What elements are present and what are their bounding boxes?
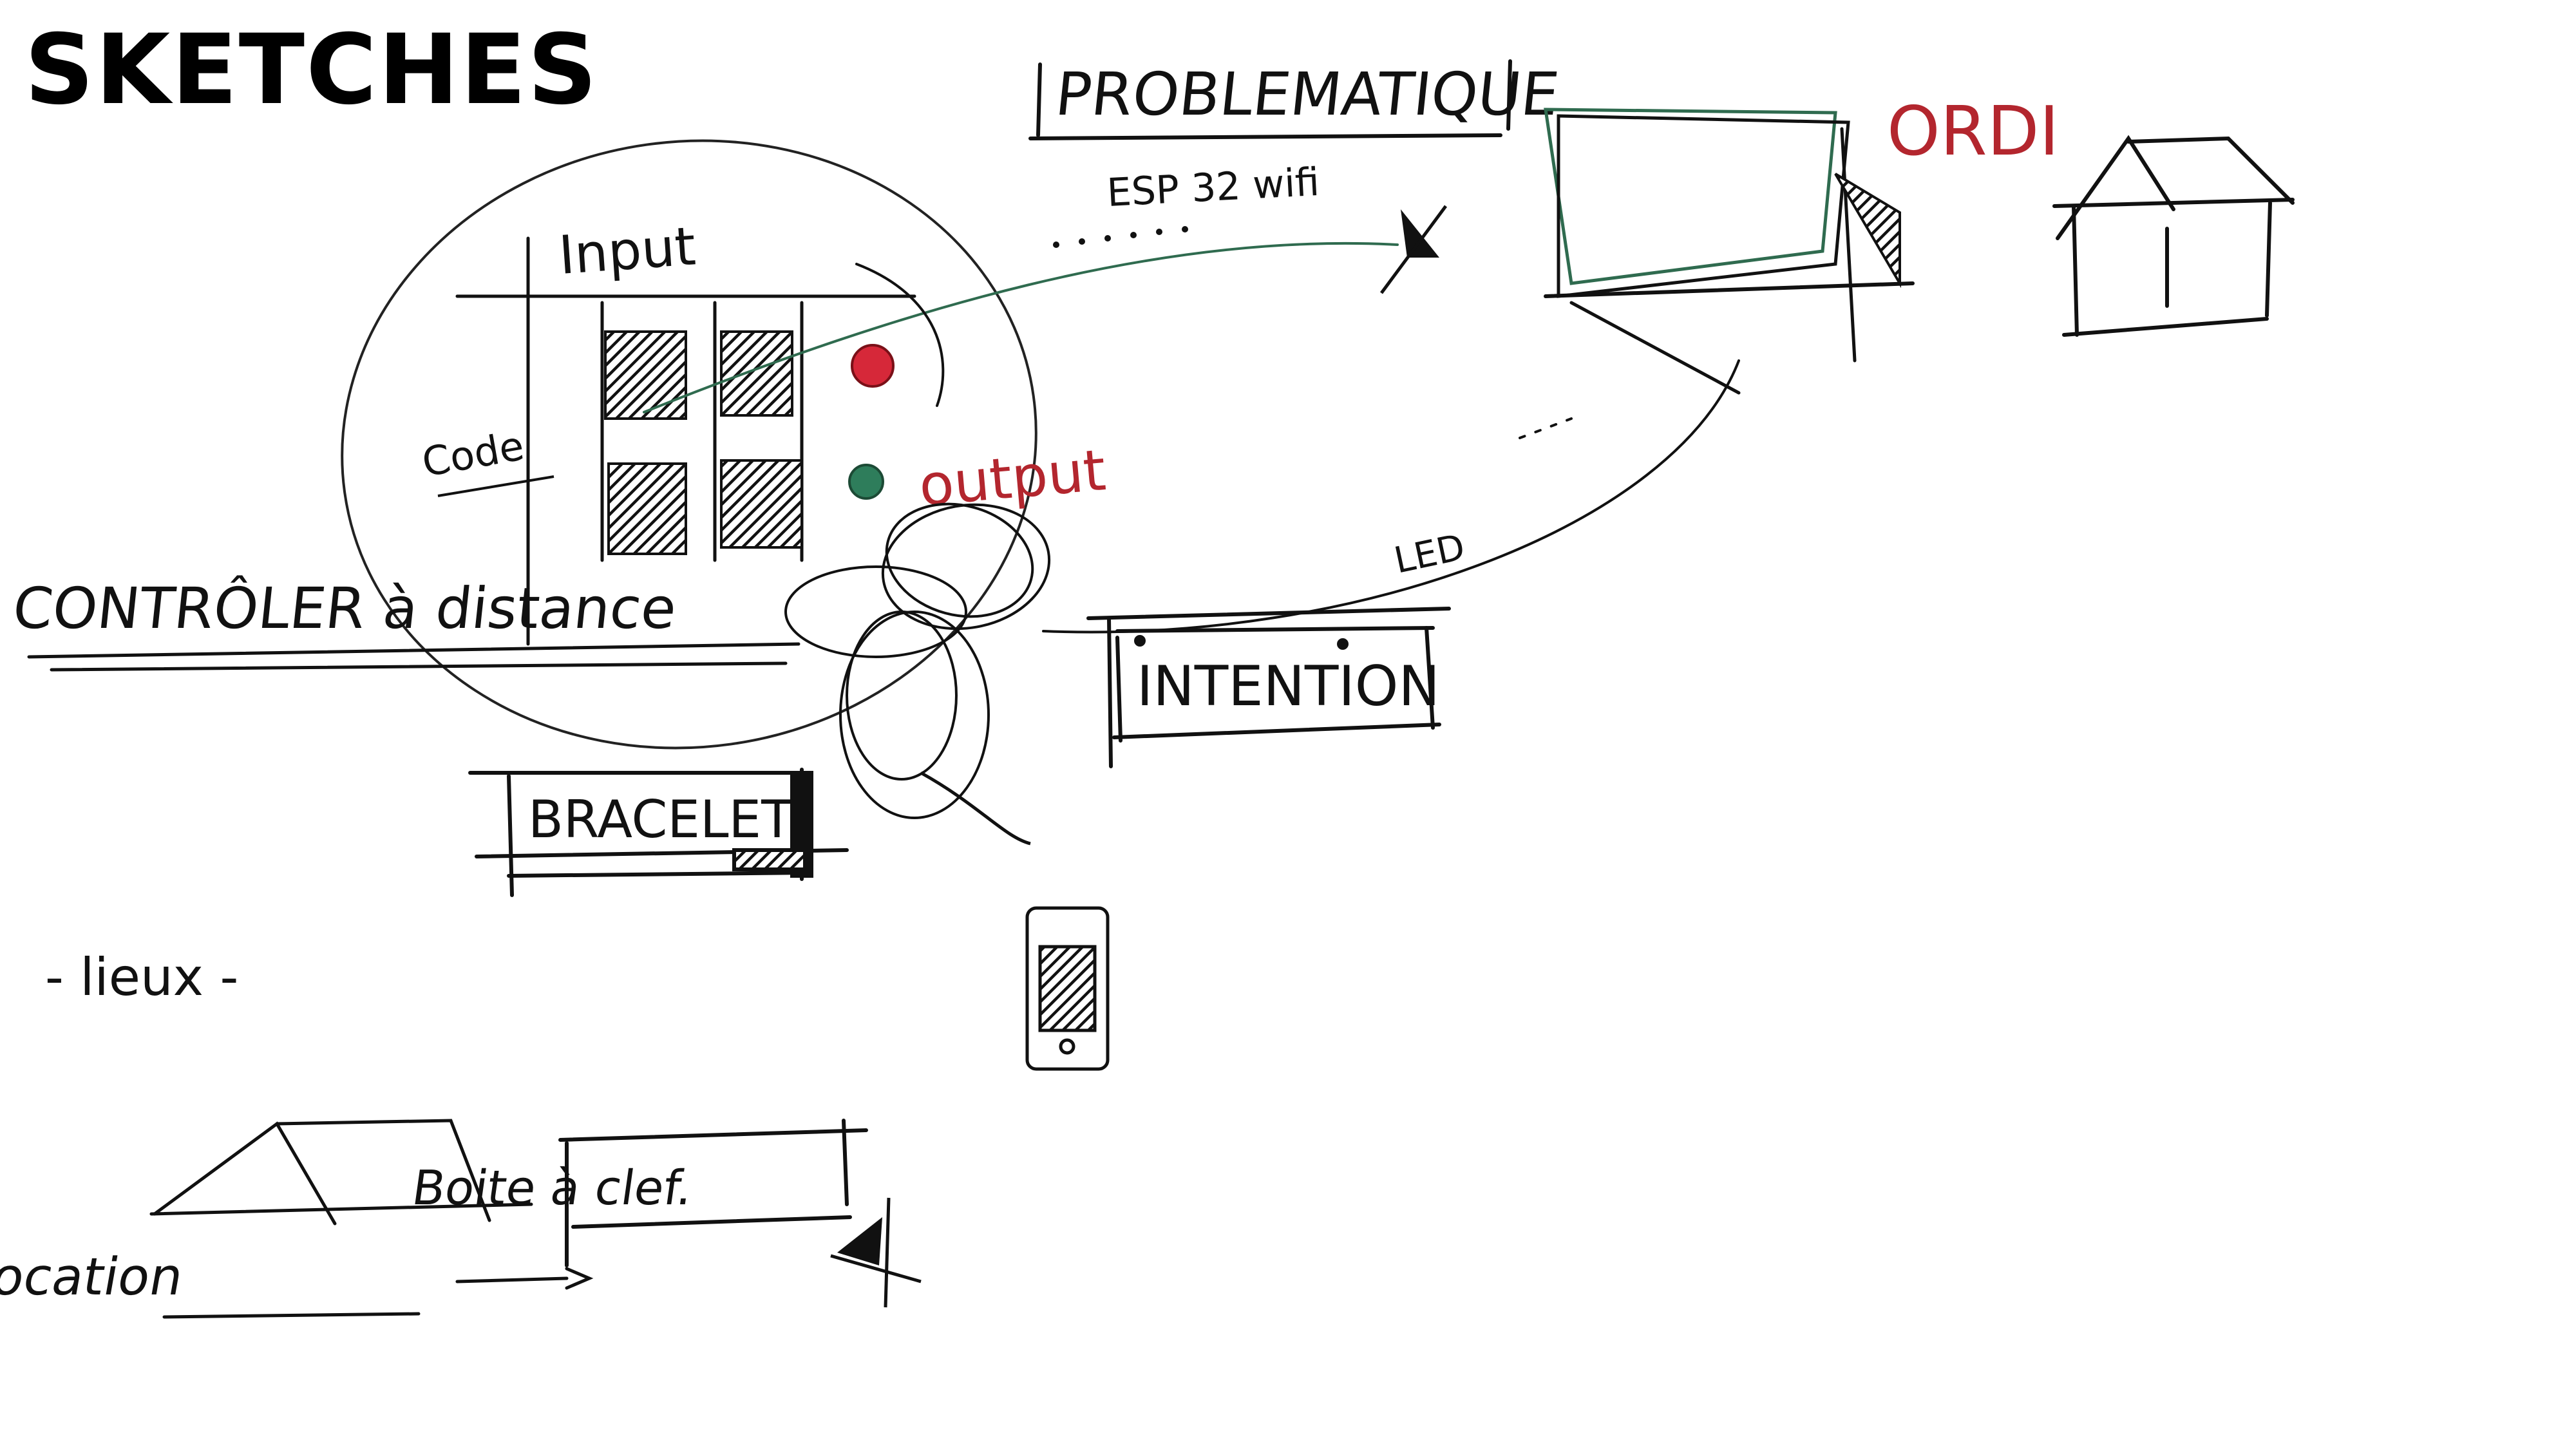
scribble-circles bbox=[784, 502, 1051, 819]
output-label: output bbox=[916, 437, 1108, 519]
esp32-label: ESP 32 wifi bbox=[1106, 160, 1320, 216]
laptop-icon bbox=[1544, 108, 1915, 395]
red-led bbox=[851, 344, 895, 388]
connection-curves bbox=[643, 242, 1740, 634]
page-title: SKETCHES bbox=[24, 14, 599, 126]
controler-label: CONTRÔLER à distance bbox=[10, 574, 679, 641]
phone-icon bbox=[920, 771, 1110, 1071]
problematique-label: PROBLEMATIQUE bbox=[1052, 59, 1562, 129]
boite-box bbox=[558, 1119, 868, 1267]
green-led bbox=[848, 464, 884, 500]
location-label: Location bbox=[0, 1247, 188, 1307]
bracelet-box bbox=[468, 768, 849, 897]
code-label: Code bbox=[419, 422, 527, 486]
input-label: Input bbox=[557, 216, 697, 287]
button-bottom-right bbox=[720, 459, 803, 549]
code-underline bbox=[437, 475, 554, 497]
wifi-signal-icon bbox=[1379, 205, 1448, 294]
intention-box bbox=[1086, 607, 1451, 768]
intention-label: INTENTION bbox=[1137, 654, 1440, 719]
bracelet-label: BRACELET bbox=[528, 790, 793, 849]
button-top-left bbox=[604, 330, 687, 420]
ordi-label: ORDI bbox=[1887, 92, 2059, 171]
input-grid bbox=[455, 236, 916, 646]
lieux-label: - lieux - bbox=[45, 947, 238, 1007]
location-arrow bbox=[162, 1267, 594, 1319]
key-signal-icon bbox=[830, 1197, 922, 1308]
controler-underlines bbox=[27, 642, 800, 672]
wifi-dotted-line bbox=[1053, 226, 1188, 248]
button-bottom-left bbox=[607, 462, 687, 555]
problematique-box bbox=[1028, 59, 1512, 140]
boite-label: Boite à clef. bbox=[409, 1160, 697, 1216]
button-top-right bbox=[720, 330, 793, 417]
controller-circle bbox=[341, 139, 1037, 750]
button-grid bbox=[604, 330, 803, 555]
location-house bbox=[149, 1119, 533, 1226]
house-icon bbox=[2052, 135, 2295, 337]
